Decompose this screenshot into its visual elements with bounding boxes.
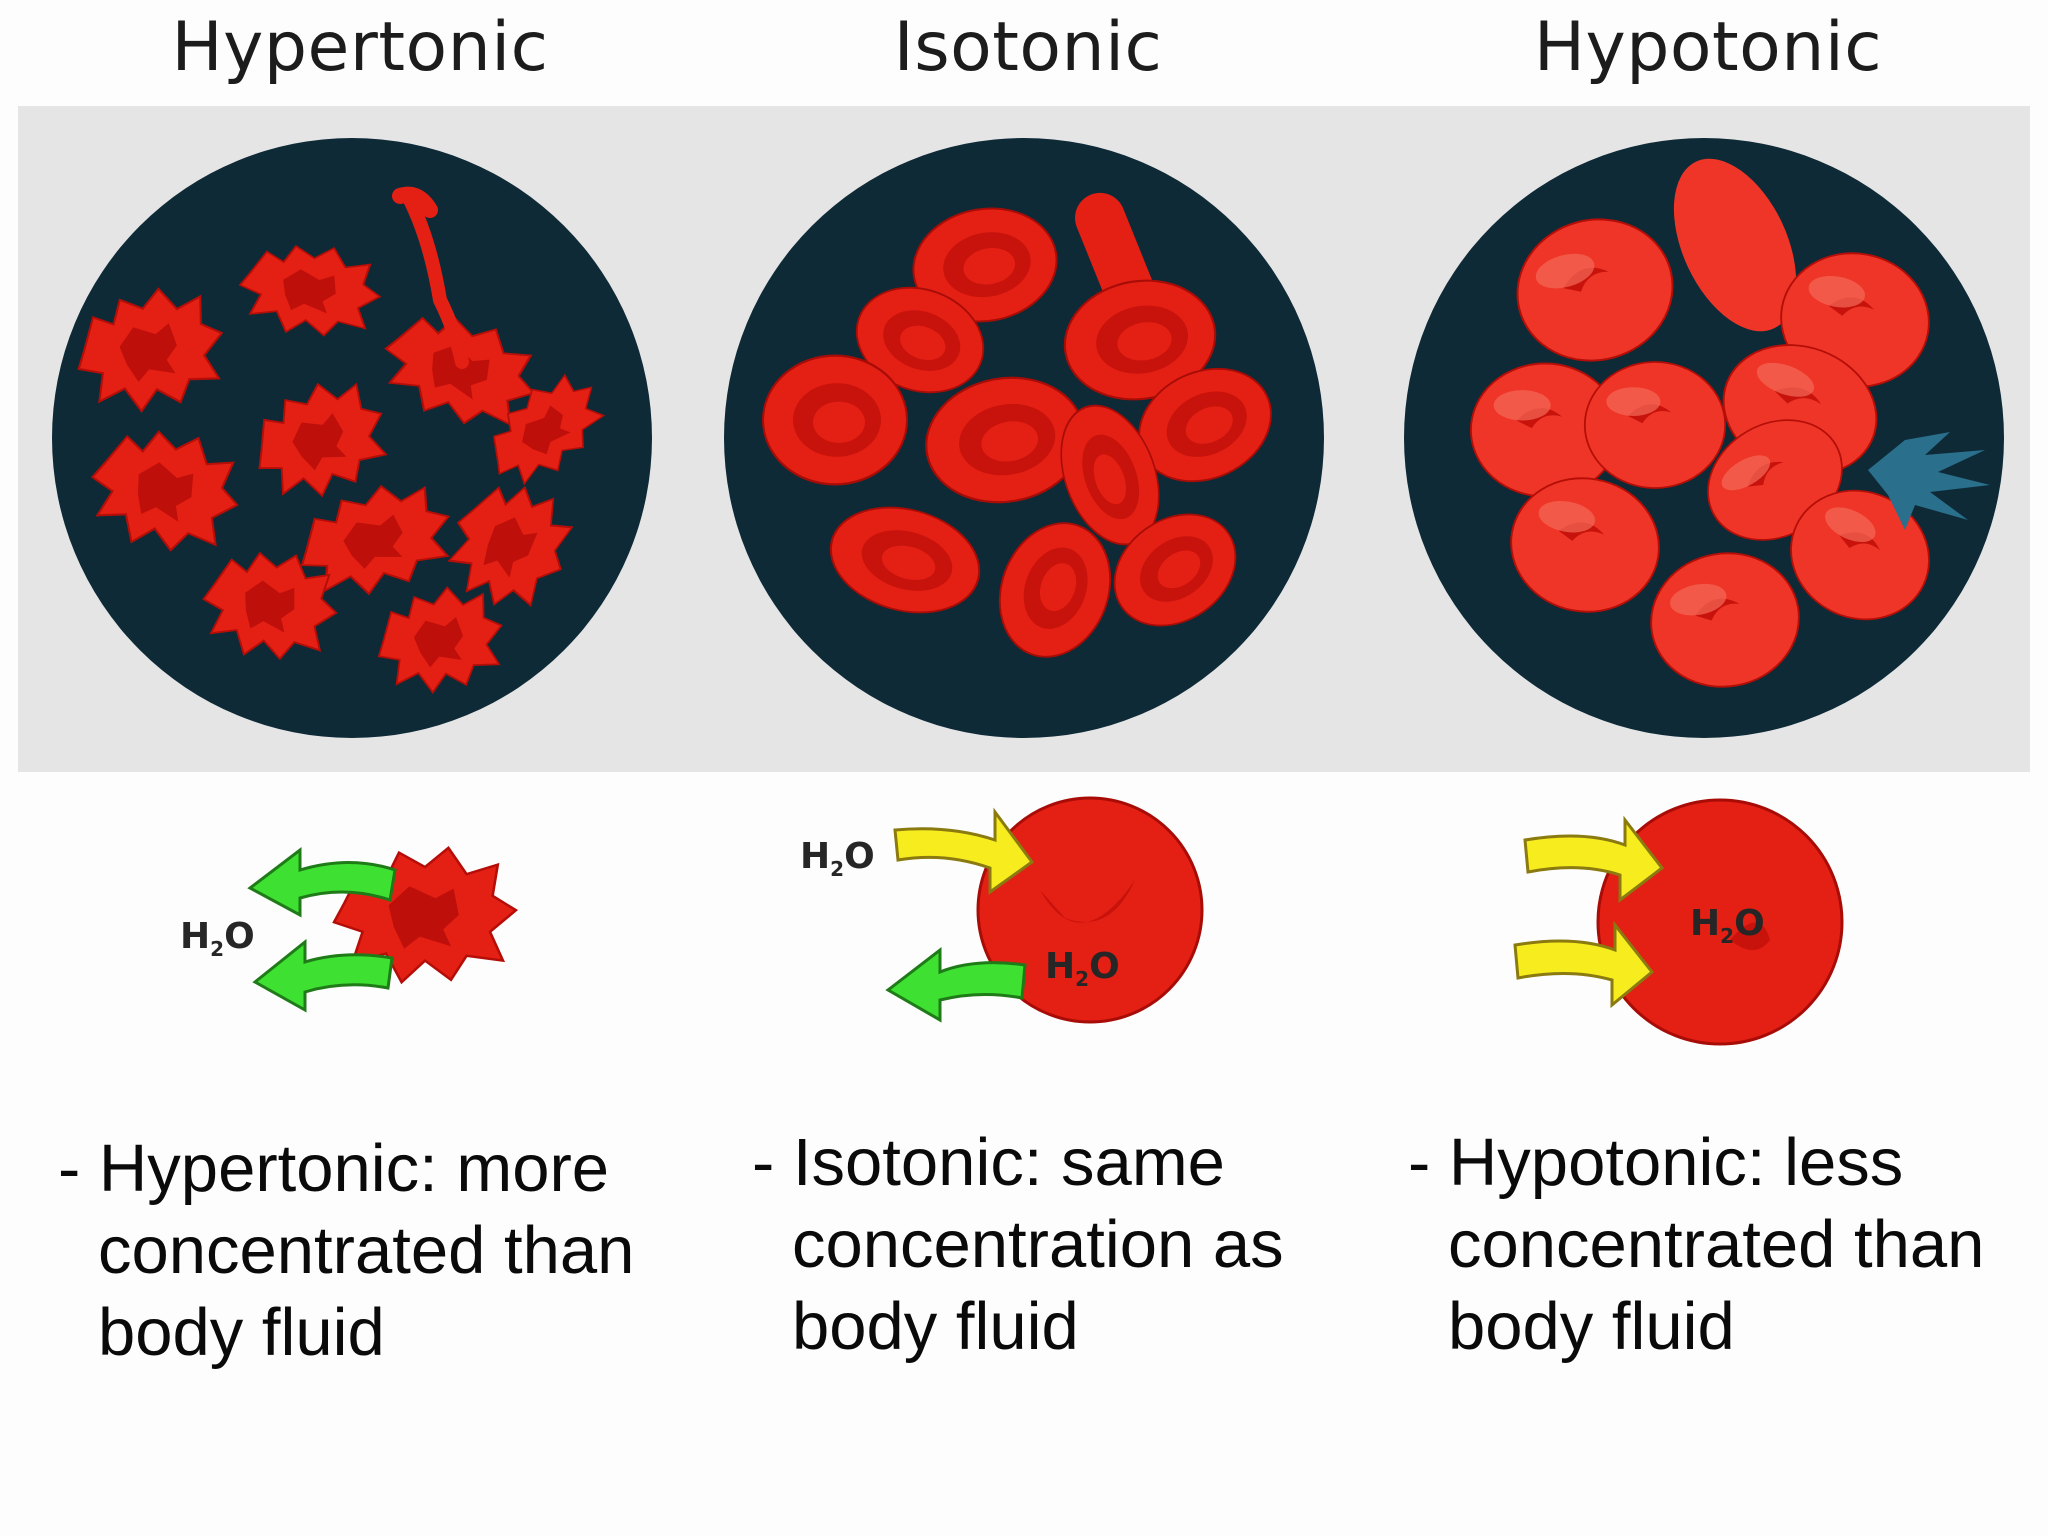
arrow-out-icon: [252, 938, 394, 1013]
isotonic-cell-view: [724, 138, 1324, 738]
description-line: concentration as: [792, 1207, 1284, 1282]
description-line: concentrated than: [98, 1213, 635, 1288]
h2o-label: H2O: [180, 916, 255, 961]
isotonic-water-flow: H2O H2O: [800, 796, 1204, 1024]
description-line: concentrated than: [1448, 1207, 1985, 1282]
heading-hypotonic: Hypotonic: [1533, 8, 1883, 87]
h2o-label-inside: H2O: [1690, 903, 1765, 948]
description-hypertonic: - Hypertonic: more concentrated than bod…: [58, 1128, 634, 1374]
description-line: - Isotonic: same: [752, 1125, 1225, 1200]
hypertonic-water-flow: H2O: [180, 846, 518, 1013]
description-line: - Hypotonic: less: [1408, 1125, 1904, 1200]
hypotonic-water-flow: H2O: [1513, 798, 1844, 1046]
burst-icon: [1868, 432, 1990, 530]
description-isotonic: - Isotonic: same concentration as body f…: [752, 1122, 1284, 1368]
arrow-in-icon: [893, 807, 1035, 895]
hypertonic-cell-view: [52, 138, 652, 738]
heading-isotonic: Isotonic: [893, 8, 1163, 87]
description-line: body fluid: [1448, 1289, 1735, 1364]
heading-hypertonic: Hypertonic: [171, 8, 549, 87]
arrow-out-icon: [247, 846, 397, 918]
description-line: body fluid: [98, 1295, 385, 1370]
arrow-in-icon: [1513, 920, 1655, 1009]
description-line: - Hypertonic: more: [58, 1131, 610, 1206]
description-line: body fluid: [792, 1289, 1079, 1364]
h2o-label-inside: H2O: [1045, 946, 1120, 991]
h2o-label: H2O: [800, 836, 875, 881]
arrow-out-icon: [885, 946, 1027, 1023]
arrow-in-icon: [1523, 815, 1665, 904]
description-hypotonic: - Hypotonic: less concentrated than body…: [1408, 1122, 1984, 1368]
hypotonic-cell-view: [1404, 138, 2004, 738]
